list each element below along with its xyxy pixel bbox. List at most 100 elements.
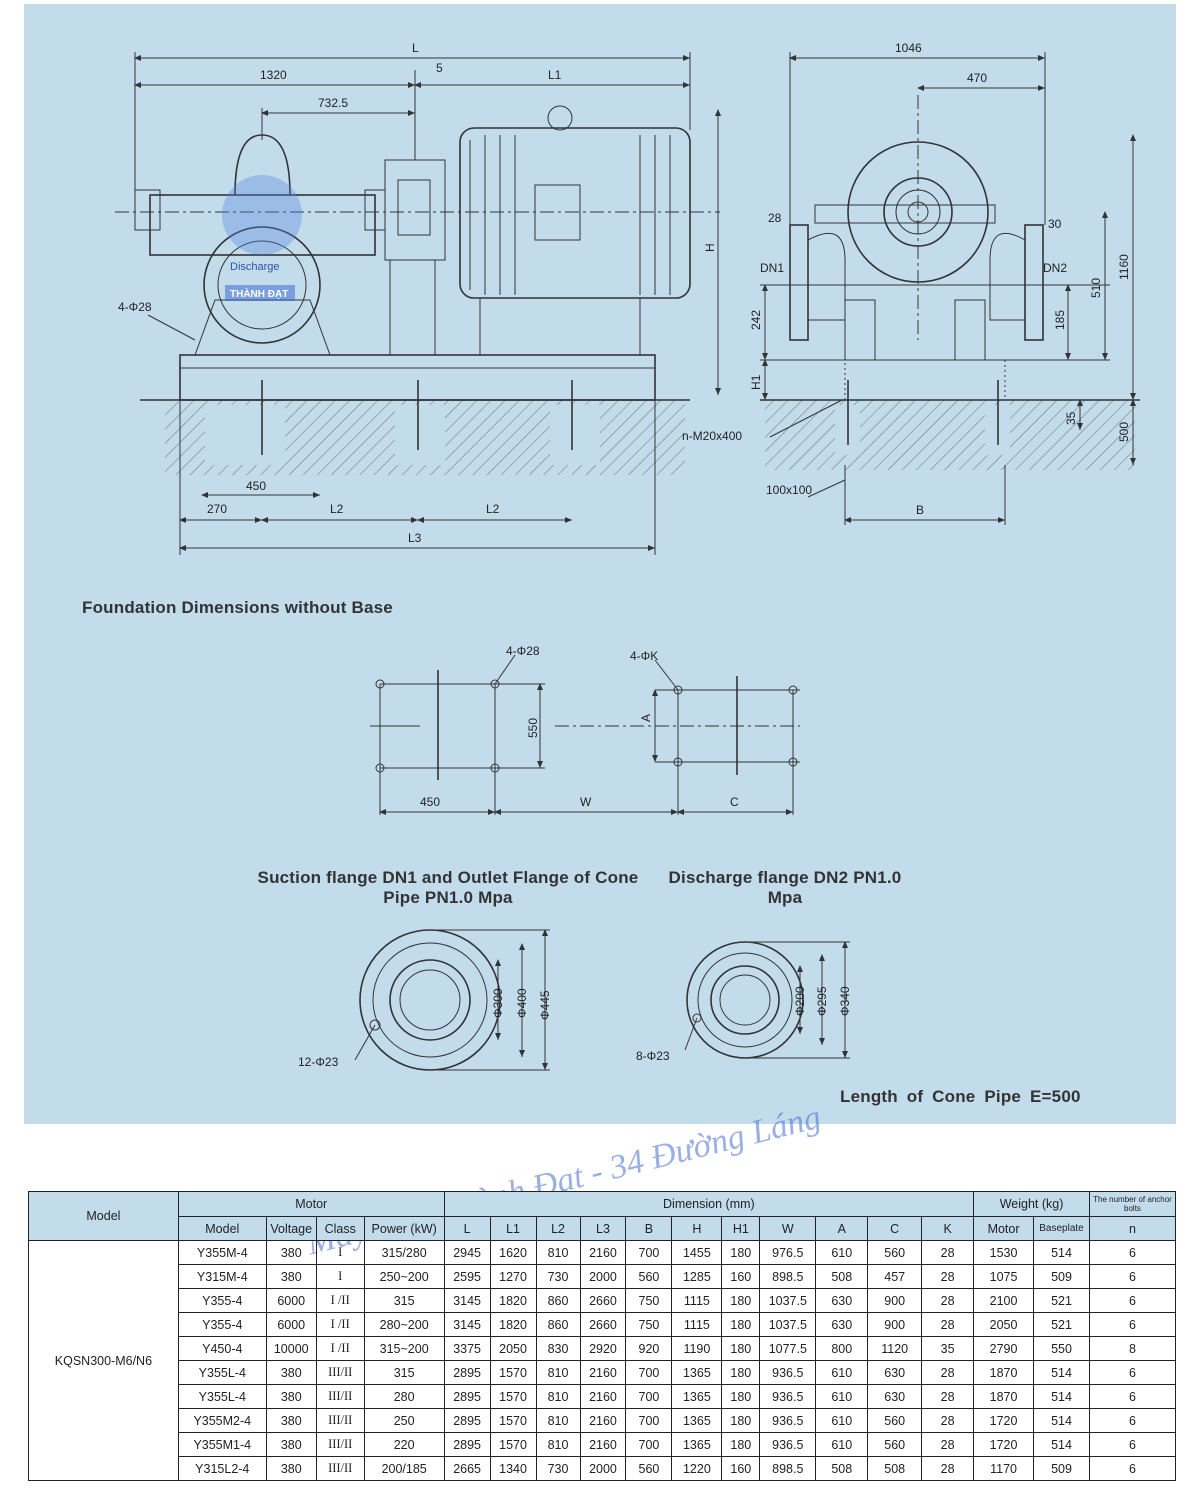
table-cell: Y450-4: [177, 1336, 267, 1361]
header-L3: L3: [579, 1216, 627, 1241]
table-cell: 2000: [579, 1456, 627, 1481]
table-cell: 700: [625, 1432, 673, 1457]
table-cell: 2160: [579, 1432, 627, 1457]
table-cell: 860: [535, 1288, 581, 1313]
table-cell: I: [315, 1240, 365, 1265]
table-cell: Y315M-4: [177, 1264, 267, 1289]
table-cell: 1820: [489, 1288, 537, 1313]
table-cell: 508: [815, 1456, 869, 1481]
table-cell: 514: [1033, 1432, 1090, 1457]
table-cell: 810: [535, 1432, 581, 1457]
table-cell: 976.5: [759, 1240, 817, 1265]
table-cell: 630: [867, 1384, 923, 1409]
table-cell: 28: [921, 1288, 975, 1313]
table-cell: 160: [721, 1264, 761, 1289]
table-cell: 180: [721, 1360, 761, 1385]
table-cell: 610: [815, 1432, 869, 1457]
table-cell: 380: [265, 1456, 317, 1481]
table-cell: 160: [721, 1456, 761, 1481]
table-cell: 2595: [443, 1264, 491, 1289]
table-cell: 1365: [671, 1360, 723, 1385]
table-cell: 1570: [489, 1384, 537, 1409]
table-cell: 730: [535, 1456, 581, 1481]
table-cell: 508: [815, 1264, 869, 1289]
table-cell: 2660: [579, 1312, 627, 1337]
table-cell: 180: [721, 1384, 761, 1409]
label-DN2: DN2: [1043, 261, 1067, 275]
table-cell: 936.5: [759, 1360, 817, 1385]
table-cell: 250~200: [363, 1264, 445, 1289]
table-cell: 10000: [265, 1336, 317, 1361]
dim-1320: 1320: [260, 68, 287, 82]
dim-phi400: Φ400: [515, 988, 529, 1018]
label-12-phi23: 12-Φ23: [298, 1055, 339, 1069]
table-cell: 6000: [265, 1312, 317, 1337]
table-cell: 380: [265, 1264, 317, 1289]
table-cell: 610: [815, 1240, 869, 1265]
dim-242: 242: [749, 310, 763, 330]
table-cell: III/II: [315, 1408, 365, 1433]
table-cell: 6: [1088, 1432, 1177, 1457]
table-cell: 610: [815, 1360, 869, 1385]
table-cell: 315/280: [363, 1240, 445, 1265]
header-L: L: [443, 1216, 491, 1241]
table-cell: 1455: [671, 1240, 723, 1265]
table-cell: 6: [1088, 1456, 1177, 1481]
table-cell: 280~200: [363, 1312, 445, 1337]
table-cell: III/II: [315, 1456, 365, 1481]
table-cell: 6: [1088, 1288, 1177, 1313]
discharge-flange-drawing: Φ200 Φ295 Φ340 8-Φ23: [636, 941, 852, 1063]
table-cell: 28: [921, 1360, 975, 1385]
table-cell: 936.5: [759, 1432, 817, 1457]
table-cell: 2665: [443, 1456, 491, 1481]
dim-185: 185: [1053, 310, 1067, 330]
table-cell: 810: [535, 1360, 581, 1385]
table-cell: 1285: [671, 1264, 723, 1289]
header-weight-group: Weight (kg): [973, 1191, 1090, 1217]
table-cell: 180: [721, 1312, 761, 1337]
cone-pipe-note: Length of Cone Pipe E=500: [840, 1087, 1081, 1106]
dim-500: 500: [1117, 422, 1131, 442]
table-cell: 936.5: [759, 1408, 817, 1433]
table-cell: 1037.5: [759, 1312, 817, 1337]
table-cell: 610: [815, 1384, 869, 1409]
table-cell: 920: [625, 1336, 673, 1361]
logo-text-bottom: THÀNH ĐẠT: [230, 287, 288, 300]
table-cell: 180: [721, 1432, 761, 1457]
table-cell: 28: [921, 1312, 975, 1337]
dim-550: 550: [526, 718, 540, 738]
table-cell: 560: [625, 1456, 673, 1481]
table-cell: 1720: [973, 1408, 1035, 1433]
dim-L1: L1: [548, 68, 562, 82]
table-cell: 1365: [671, 1432, 723, 1457]
table-cell: 1170: [973, 1456, 1035, 1481]
table-cell: Y355-4: [177, 1312, 267, 1337]
table-cell: 1190: [671, 1336, 723, 1361]
table-cell: 2000: [579, 1264, 627, 1289]
table-cell: 514: [1033, 1240, 1090, 1265]
side-view: 1046 470 28 30 DN1 DN2 242 510 1160 185 …: [682, 41, 1140, 525]
technical-drawing: L 1320 5 L1 732.5 4-Φ28 450 270 L2 L2 L3…: [115, 41, 1140, 1071]
header-class: Class: [315, 1216, 365, 1241]
table-cell: 6: [1088, 1384, 1177, 1409]
header-dimension-group: Dimension (mm): [443, 1191, 975, 1217]
table-cell: 28: [921, 1456, 975, 1481]
drawing-panel: [24, 4, 1176, 1124]
table-cell: 3375: [443, 1336, 491, 1361]
table-cell: 730: [535, 1264, 581, 1289]
table-cell: 1270: [489, 1264, 537, 1289]
dim-L2-a: L2: [330, 502, 344, 516]
table-cell: 936.5: [759, 1384, 817, 1409]
dim-732-5: 732.5: [318, 96, 348, 110]
dim-phi445: Φ445: [538, 990, 552, 1020]
table-cell: III/II: [315, 1432, 365, 1457]
header-motor-group: Motor: [177, 1191, 445, 1217]
dim-100x100: 100x100: [766, 483, 812, 497]
front-view: L 1320 5 L1 732.5 4-Φ28 450 270 L2 L2 L3…: [115, 41, 721, 555]
dim-C: C: [730, 795, 739, 809]
